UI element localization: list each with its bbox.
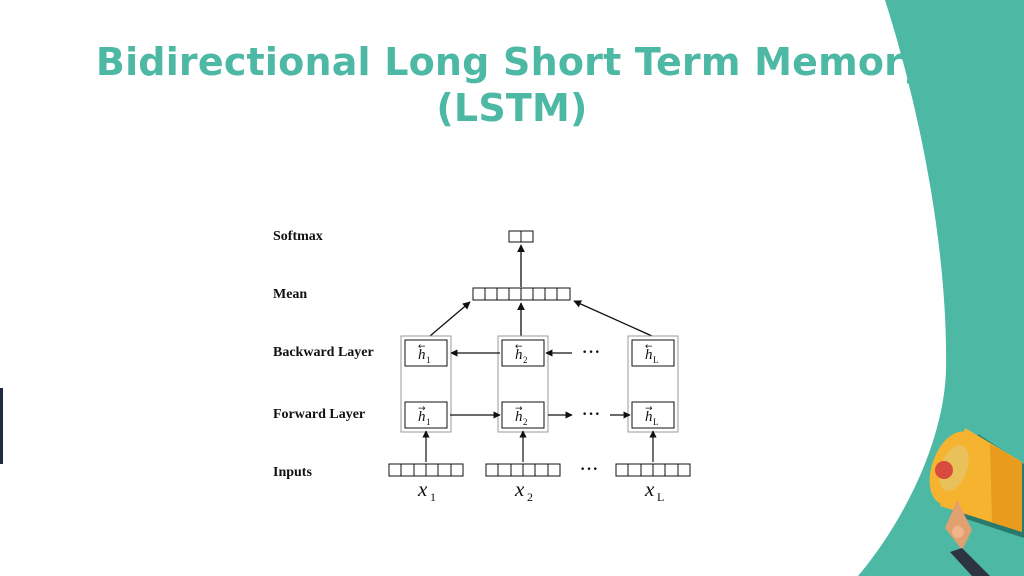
cell-column-L	[627, 335, 679, 433]
svg-text:→: →	[515, 404, 523, 414]
svg-text:2: 2	[523, 417, 528, 427]
svg-text:←: ←	[645, 342, 653, 352]
input-vector-2	[485, 463, 561, 477]
svg-text:→: →	[645, 404, 653, 414]
svg-text:1: 1	[426, 355, 431, 365]
input-vector-L	[615, 463, 691, 477]
svg-text:←: ←	[515, 342, 523, 352]
svg-text:←: ←	[418, 342, 426, 352]
softmax-vector	[508, 230, 534, 243]
label-backward-layer: Backward Layer	[273, 345, 374, 360]
svg-text:1: 1	[430, 490, 436, 504]
svg-text:h: h	[418, 409, 426, 425]
slide-title-line1: Bidirectional Long Short Term Memory	[95, 40, 929, 84]
backward-hidden-1: h 1 ←	[418, 342, 431, 365]
ellipsis-forward: ···	[582, 406, 601, 423]
right-decor-panel	[858, 0, 1024, 576]
label-mean: Mean	[273, 287, 307, 302]
label-softmax: Softmax	[273, 229, 323, 244]
svg-text:L: L	[657, 490, 664, 504]
label-forward-layer: Forward Layer	[273, 407, 365, 422]
label-inputs: Inputs	[273, 465, 312, 480]
svg-text:h: h	[515, 347, 523, 363]
recurrence-arrows	[450, 349, 573, 419]
megaphone-icon	[929, 428, 1024, 576]
input-symbol-1: x 1	[417, 477, 436, 504]
svg-text:L: L	[653, 417, 659, 427]
svg-text:→: →	[418, 404, 426, 414]
svg-text:h: h	[418, 347, 426, 363]
svg-text:h: h	[645, 409, 653, 425]
ellipsis-inputs: ···	[580, 461, 599, 478]
forward-hidden-1: h 1 →	[418, 404, 431, 427]
input-vector-1	[388, 463, 464, 477]
ellipsis-backward: ···	[582, 344, 601, 361]
svg-text:L: L	[653, 355, 659, 365]
forward-hidden-L: h L →	[645, 404, 659, 427]
slide-title-line2: (LSTM)	[436, 86, 588, 130]
connection-arrows	[429, 244, 653, 337]
svg-text:x: x	[417, 477, 428, 501]
svg-text:2: 2	[523, 355, 528, 365]
forward-hidden-2: h 2 →	[515, 404, 528, 427]
mean-vector	[472, 287, 571, 301]
input-symbol-2: x 2	[514, 477, 533, 504]
backward-hidden-L: h L ←	[645, 342, 659, 365]
svg-text:2: 2	[527, 490, 533, 504]
svg-text:h: h	[515, 409, 523, 425]
svg-text:x: x	[644, 477, 655, 501]
input-symbol-L: x L	[644, 477, 664, 504]
svg-text:x: x	[514, 477, 525, 501]
left-edge-bar	[0, 388, 3, 464]
input-arrows	[422, 430, 657, 462]
backward-hidden-2: h 2 ←	[515, 342, 528, 365]
svg-text:h: h	[645, 347, 653, 363]
svg-text:1: 1	[426, 417, 431, 427]
cell-column-2	[497, 335, 549, 433]
